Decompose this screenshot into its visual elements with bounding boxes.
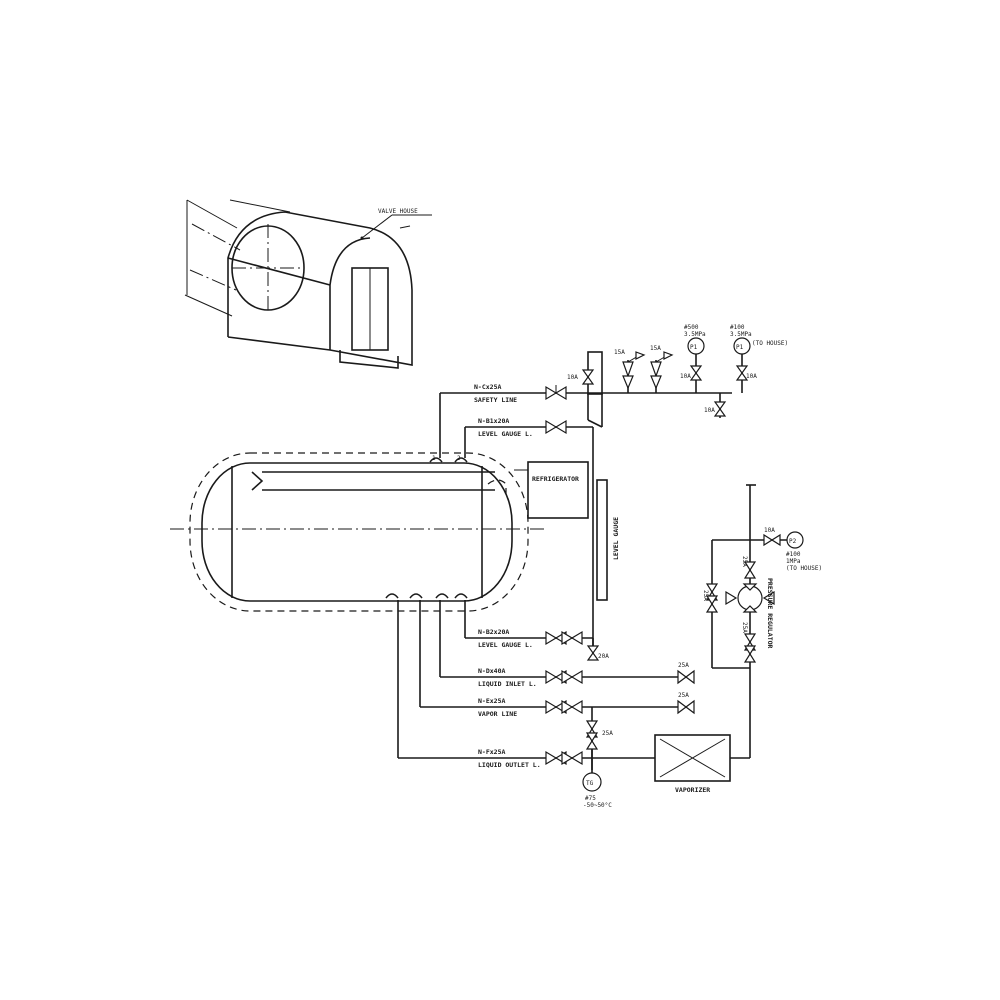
p2-press: 1MPa	[786, 558, 801, 565]
regulator-bypass-valve[interactable]	[705, 583, 719, 613]
size-10a-vent: 10A	[567, 374, 578, 381]
liquid-inlet-label: LIQUID INLET L.	[478, 680, 537, 688]
p2-range: #100	[786, 551, 801, 558]
vapor-line-valve[interactable]	[545, 699, 583, 715]
size-10a-p1a: 10A	[680, 373, 691, 380]
svg-text:P2: P2	[789, 538, 797, 545]
pressure-regulator-label: PRESSURE REGULATOR	[766, 578, 774, 649]
vaporizer-label: VAPORIZER	[675, 786, 710, 794]
pressure-gauge-p1a: P1	[687, 337, 705, 355]
p1b-press: 3.5MPa	[730, 331, 752, 338]
svg-text:P1: P1	[690, 344, 698, 351]
regulator-bottom-valve[interactable]	[743, 633, 757, 663]
vapor-line-code: N-Ex25A	[478, 697, 505, 705]
size-25a-vapor: 25A	[678, 692, 689, 699]
size-10a-p1b: 10A	[746, 373, 757, 380]
pressure-regulator: PRESSURE REGULATOR	[725, 578, 775, 649]
liquid-outlet-valve[interactable]	[545, 750, 583, 766]
relief-valve-1[interactable]	[622, 351, 646, 390]
tg-valve[interactable]	[585, 720, 599, 750]
drain-valve-10a[interactable]	[713, 401, 727, 417]
refrigerator: REFRIGERATOR	[514, 461, 589, 519]
p1a-range: #500	[684, 324, 699, 331]
vapor-end-valve[interactable]	[677, 699, 695, 715]
tg-range: #75	[585, 795, 596, 802]
level-gauge-upper-code: N-B1x20A	[478, 417, 509, 425]
valve-house-label: VALVE HOUSE	[378, 208, 418, 215]
safety-line-label: SAFETY LINE	[474, 396, 517, 404]
level-gauge-label: LEVEL GAUGE	[612, 517, 620, 560]
level-gauge-upper-label: LEVEL GAUGE L.	[478, 430, 533, 438]
size-10a-p2: 10A	[764, 527, 775, 534]
vaporizer: VAPORIZER	[654, 734, 731, 794]
tg-temp: -50~50°C	[583, 802, 612, 809]
temperature-gauge-tg: TG	[582, 749, 602, 792]
liquid-inlet-code: N-Dx40A	[478, 667, 505, 675]
to-house-2: (TO HOUSE)	[786, 565, 822, 572]
size-15a-1: 15A	[614, 349, 625, 356]
to-house-1: (TO HOUSE)	[752, 340, 788, 347]
size-25a-reg-bot: 25A	[741, 622, 748, 633]
p1a-valve[interactable]	[689, 365, 703, 381]
size-annotations: 10A 15A 15A 10A 10A 10A #500 3.5MPa #100…	[567, 324, 822, 809]
svg-text:1: 1	[432, 455, 436, 462]
liquid-outlet-code: N-Fx25A	[478, 748, 505, 756]
size-25a-reg-top: 25A	[741, 556, 748, 567]
liquid-inlet-valve[interactable]	[545, 669, 583, 685]
refrigerator-label: REFRIGERATOR	[532, 475, 579, 483]
size-15a-2: 15A	[650, 345, 661, 352]
line-labels: N-Cx25A SAFETY LINE N-B1x20A LEVEL GAUGE…	[474, 383, 541, 769]
size-10a-drain: 10A	[704, 407, 715, 414]
p1a-press: 3.5MPa	[684, 331, 706, 338]
level-gauge: LEVEL GAUGE	[592, 427, 620, 648]
valve-house-sketch: VALVE HOUSE	[184, 199, 432, 369]
vent-valve-10a[interactable]	[581, 369, 595, 385]
svg-text:2: 2	[457, 455, 461, 462]
size-25a-tg: 25A	[602, 730, 613, 737]
relief-valve-2[interactable]	[650, 351, 674, 390]
size-25a-inlet: 25A	[678, 662, 689, 669]
size-20a: 20A	[598, 653, 609, 660]
inlet-end-valve[interactable]	[677, 669, 695, 685]
svg-text:TG: TG	[586, 780, 594, 787]
pressure-gauge-p1b: P1	[733, 337, 751, 355]
p1b-range: #100	[730, 324, 745, 331]
level-gauge-lower-code: N-B2x20A	[478, 628, 509, 636]
size-25a-bypass: 25A	[702, 590, 709, 601]
vapor-line-label: VAPOR LINE	[478, 710, 517, 718]
svg-text:P1: P1	[736, 344, 744, 351]
regulator-top-valve[interactable]	[743, 561, 757, 579]
level-drain-valve[interactable]	[586, 645, 600, 661]
safety-line-code: N-Cx25A	[474, 383, 501, 391]
p2-valve[interactable]	[763, 533, 781, 547]
pressure-gauge-p2: P2	[786, 531, 804, 549]
liquid-outlet-label: LIQUID OUTLET L.	[478, 761, 541, 769]
level-gauge-upper-valve[interactable]	[545, 419, 567, 435]
p1b-valve[interactable]	[735, 365, 749, 381]
storage-tank: 1 2	[170, 452, 545, 612]
gauges: P1 P1 P2 TG	[582, 337, 804, 792]
safety-line-valve[interactable]	[545, 385, 567, 401]
level-gauge-lower-label: LEVEL GAUGE L.	[478, 641, 533, 649]
valves	[545, 351, 781, 766]
level-gauge-lower-valve[interactable]	[545, 630, 583, 646]
